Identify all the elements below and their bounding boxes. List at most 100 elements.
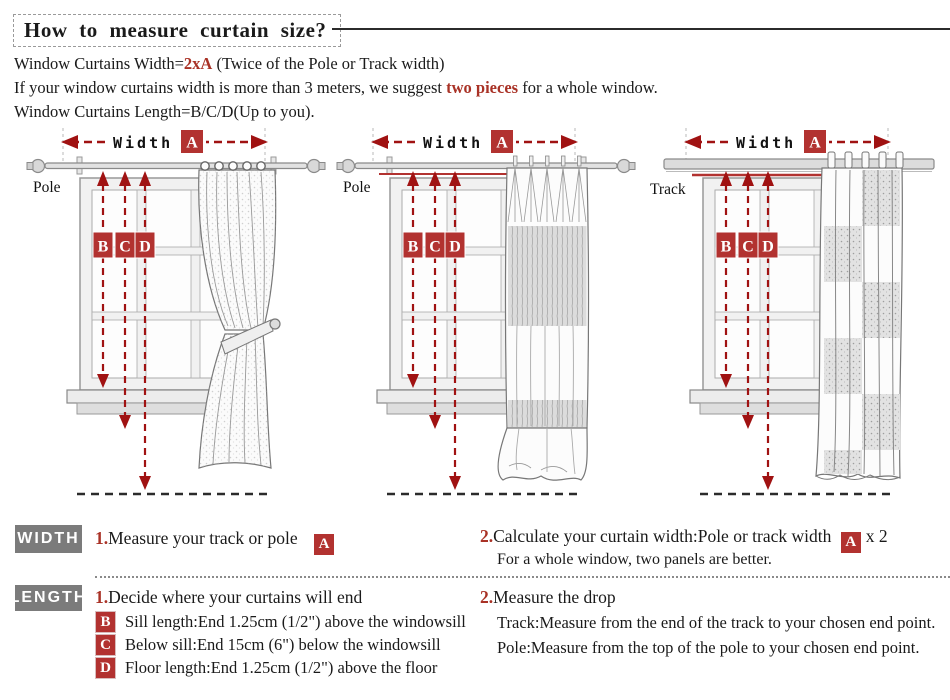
- c-label: C: [742, 239, 754, 256]
- width-arrow: Width A: [371, 128, 578, 168]
- length-step1-number: 1.: [95, 587, 109, 607]
- fold-lines: [833, 169, 895, 477]
- length-item-c-text: Below sill:End 15cm (6") below the windo…: [125, 635, 441, 654]
- d-box: [757, 231, 779, 259]
- length-item-c: C Below sill:End 15cm (6") below the win…: [95, 634, 441, 656]
- intro-line2-highlight: two pieces: [446, 78, 519, 97]
- intro-line1-pre: Window Curtains Width=: [14, 54, 184, 73]
- tieback: [220, 319, 274, 355]
- length-item-c-box: C: [95, 634, 116, 656]
- length-step2-text: Measure the drop: [493, 587, 616, 607]
- rod-label: Pole: [33, 179, 61, 196]
- b-label: B: [721, 239, 732, 256]
- length-step2-track-line: Track:Measure from the end of the track …: [497, 613, 936, 632]
- width-a-box: [181, 130, 203, 153]
- width-arrow: Width A: [61, 128, 268, 168]
- arrowhead-right: [561, 135, 578, 149]
- curtain-tab-checkered: [815, 151, 904, 481]
- c-label: C: [119, 239, 131, 256]
- grommets: [200, 161, 266, 171]
- length-step1: 1.Decide where your curtains will end: [95, 587, 362, 608]
- length-item-d-box: D: [95, 657, 116, 679]
- d-label: D: [449, 239, 461, 256]
- length-step2-pole-line: Pole:Measure from the top of the pole to…: [497, 638, 920, 657]
- width-label: Width: [113, 134, 173, 152]
- diagram-pole-pleated-curtain: Width A Pole: [336, 128, 636, 496]
- intro-line-1: Window Curtains Width=2xA (Twice of the …: [14, 52, 914, 76]
- width-step2-number: 2.: [480, 526, 494, 546]
- rod-label: Track: [650, 181, 686, 198]
- length-arrows: B C D: [402, 171, 466, 490]
- width-step2: 2.Calculate your curtain width:Pole or t…: [480, 526, 888, 553]
- fold-lines: [516, 325, 574, 427]
- title-box: How to measure curtain size?: [13, 14, 341, 47]
- arrowhead-left: [684, 135, 701, 149]
- checker-patches: [824, 170, 900, 474]
- width-a-label: A: [809, 135, 821, 152]
- width-a-label: A: [496, 135, 508, 152]
- title-rule-line: [332, 28, 950, 30]
- rod-label: Pole: [343, 179, 371, 196]
- d-box: [444, 231, 466, 259]
- b-box: [92, 231, 114, 259]
- width-a-box: [804, 130, 826, 153]
- width-step2-suffix: x 2: [865, 526, 888, 546]
- arrowhead-left: [371, 135, 388, 149]
- intro-line1-highlight: 2xA: [183, 54, 213, 73]
- intro-line-3: Window Curtains Length=B/C/D(Up to you).: [14, 100, 914, 124]
- arrowhead-left: [61, 135, 78, 149]
- width-label: Width: [736, 134, 796, 152]
- width-step2-note: For a whole window, two panels are bette…: [497, 551, 772, 568]
- length-item-d: D Floor length:End 1.25cm (1/2") above t…: [95, 657, 437, 679]
- length-section-badge: LENGTH: [10, 585, 85, 611]
- arrowhead-right: [874, 135, 891, 149]
- pooling-fabric: [497, 427, 588, 481]
- width-section-badge: WIDTH: [15, 525, 82, 553]
- curtain-pleated-pooling: [497, 155, 590, 481]
- width-label: Width: [423, 134, 483, 152]
- width-step2-a-box: A: [840, 532, 861, 553]
- length-step1-text: Decide where your curtains will end: [108, 587, 363, 607]
- arrowhead-right: [251, 135, 268, 149]
- b-label: B: [98, 239, 109, 256]
- intro-line1-post: (Twice of the Pole or Track width): [212, 54, 445, 73]
- intro-line3-text: Window Curtains Length=B/C/D(Up to you).: [14, 102, 315, 121]
- curtain-pole-icon: [336, 156, 636, 175]
- width-step2-text: Calculate your curtain width:Pole or tra…: [493, 526, 832, 546]
- intro-line2-pre: If your window curtains width is more th…: [14, 78, 447, 97]
- length-arrows: B C D: [715, 171, 779, 490]
- c-label: C: [429, 239, 441, 256]
- intro-text: Window Curtains Width=2xA (Twice of the …: [14, 52, 914, 124]
- diagram-pole-grommet-curtain: Width A Pole: [26, 128, 326, 496]
- hooks: [513, 155, 582, 167]
- length-step2: 2.Measure the drop: [480, 587, 616, 608]
- b-label: B: [408, 239, 419, 256]
- d-label: D: [762, 239, 774, 256]
- curtain-pole-icon: [26, 156, 326, 175]
- length-arrows: B C D: [92, 171, 156, 490]
- d-box: [134, 231, 156, 259]
- length-item-d-text: Floor length:End 1.25cm (1/2") above the…: [125, 658, 438, 677]
- d-label: D: [139, 239, 151, 256]
- b-box: [402, 231, 424, 259]
- width-step1-number: 1.: [95, 528, 109, 548]
- pleat-fans: [507, 167, 587, 223]
- intro-line-2: If your window curtains width is more th…: [14, 76, 914, 100]
- intro-line2-post: for a whole window.: [518, 78, 658, 97]
- width-step1-a-box: A: [314, 534, 335, 555]
- width-a-label: A: [186, 135, 198, 152]
- curtain-grommet-tieback: [198, 161, 281, 469]
- b-box: [715, 231, 737, 259]
- section-separator: [95, 576, 950, 578]
- length-item-b-text: Sill length:End 1.25cm (1/2") above the …: [125, 612, 466, 631]
- width-step1: 1.Measure your track or pole A: [95, 528, 339, 555]
- length-item-b: B Sill length:End 1.25cm (1/2") above th…: [95, 611, 466, 633]
- width-step1-text: Measure your track or pole: [108, 528, 298, 548]
- diagram-track-checkered-curtain: Width A Track: [650, 128, 935, 496]
- width-arrow: Width A: [684, 128, 891, 168]
- length-item-b-box: B: [95, 611, 116, 633]
- tabs: [827, 151, 904, 169]
- page-title: How to measure curtain size?: [24, 18, 327, 42]
- width-a-box: [491, 130, 513, 153]
